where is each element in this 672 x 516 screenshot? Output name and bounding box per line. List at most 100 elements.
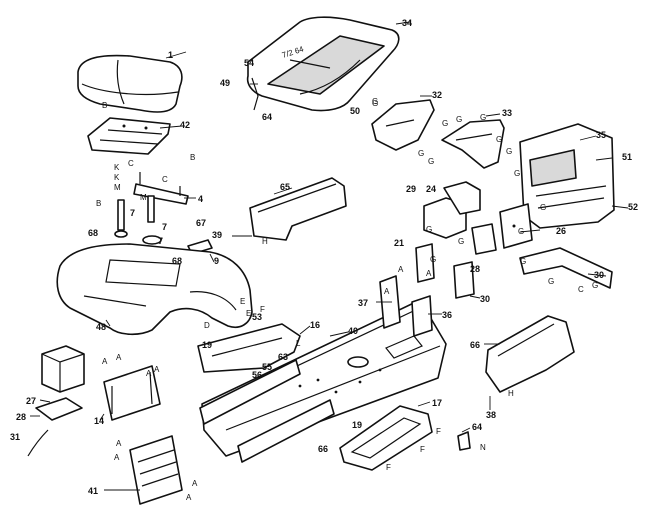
letter-h-1: H — [262, 237, 268, 246]
seat-bracket — [87, 117, 171, 155]
callout-36: 36 — [442, 310, 452, 320]
letter-g-4: G — [442, 119, 448, 128]
letter-f-3: F — [420, 445, 425, 454]
letter-a-10: A — [192, 479, 198, 488]
callout-66-right: 66 — [470, 340, 480, 350]
bracket-bar — [519, 247, 613, 289]
letter-c-1: C — [128, 159, 134, 168]
letter-g-18: G — [506, 147, 512, 156]
letter-e-2: E — [246, 309, 251, 318]
callout-65: 65 — [280, 182, 290, 192]
letter-a-9: A — [114, 453, 120, 462]
letter-g-9: G — [458, 237, 464, 246]
callout-27: 27 — [26, 396, 36, 406]
callout-7-a: 7 — [130, 208, 135, 218]
callout-35: 35 — [596, 130, 606, 140]
callout-56: 56 — [252, 370, 262, 380]
letter-g-13: G — [548, 277, 554, 286]
letter-b-2: B — [190, 153, 195, 162]
letter-g-6: G — [514, 169, 520, 178]
battery-mat — [35, 397, 83, 421]
letter-m-2: M — [140, 193, 147, 202]
small-bracket — [457, 431, 471, 451]
letter-g-15: G — [372, 99, 378, 108]
callout-51: 51 — [622, 152, 632, 162]
callout-9: 9 — [214, 256, 219, 266]
callout-68-b: 68 — [172, 256, 182, 266]
callout-66-bottom: 66 — [318, 444, 328, 454]
letter-e-1: E — [240, 297, 245, 306]
callout-7-c: 7 — [158, 236, 163, 246]
step-tray — [339, 405, 433, 471]
dash-bracket-left — [371, 99, 435, 151]
callout-42: 42 — [180, 120, 190, 130]
letter-a-8: A — [116, 439, 122, 448]
letter-g-16: G — [480, 113, 486, 122]
letter-d-1: D — [204, 321, 210, 330]
callout-41: 41 — [88, 486, 98, 496]
callout-24: 24 — [426, 184, 436, 194]
letter-c-2: C — [162, 175, 168, 184]
callout-21: 21 — [394, 238, 404, 248]
letter-m-1: M — [114, 183, 121, 192]
callout-31: 31 — [10, 432, 20, 442]
cable — [27, 429, 49, 457]
callout-38: 38 — [486, 410, 496, 420]
frame-rail-top — [249, 177, 347, 241]
callout-30-a: 30 — [480, 294, 490, 304]
callout-32: 32 — [432, 90, 442, 100]
letter-a-4: A — [102, 357, 108, 366]
letter-k-1: K — [114, 163, 120, 172]
callout-50: 50 — [350, 106, 360, 116]
letter-a-3: A — [384, 287, 390, 296]
dash-bracket-right — [441, 119, 505, 169]
letter-a-11: A — [186, 493, 192, 502]
center-brackets — [415, 181, 497, 299]
callout-67: 67 — [196, 218, 206, 228]
callout-28: 28 — [470, 264, 480, 274]
callout-28-b: 28 — [16, 412, 26, 422]
callout-49: 49 — [220, 78, 230, 88]
callout-30-b: 30 — [594, 270, 604, 280]
callout-64-hood: 64 — [262, 112, 272, 122]
letter-f-4: F — [386, 463, 391, 472]
letter-n-1: N — [480, 443, 486, 452]
reference-letters: B B C K K M C M B G G G G G G G G G G G … — [96, 97, 598, 502]
letter-g-17: G — [496, 135, 502, 144]
callout-55: 55 — [262, 362, 272, 372]
callout-29: 29 — [406, 184, 416, 194]
callout-19-b: 19 — [352, 420, 362, 430]
grille-panel — [129, 435, 183, 505]
leader-lines — [30, 21, 629, 491]
callout-numbers: 1 34 49 54 64 50 32 33 35 51 52 42 4 7 7… — [10, 18, 638, 496]
callout-53: 53 — [252, 312, 262, 322]
callout-14: 14 — [94, 416, 104, 426]
callout-16: 16 — [310, 320, 320, 330]
letter-g-14: G — [592, 281, 598, 290]
callout-19-a: 19 — [202, 340, 212, 350]
callout-26: 26 — [556, 226, 566, 236]
callout-37: 37 — [358, 298, 368, 308]
running-board-right — [485, 315, 575, 393]
callout-68-a: 68 — [88, 228, 98, 238]
letter-l-1: L — [296, 339, 301, 348]
callout-39: 39 — [212, 230, 222, 240]
letter-f-1: F — [260, 305, 265, 314]
letter-h-2: H — [508, 389, 514, 398]
letter-f-2: F — [436, 427, 441, 436]
callout-33: 33 — [502, 108, 512, 118]
callout-64-bracket: 64 — [472, 422, 482, 432]
letter-g-1: G — [372, 97, 378, 106]
letter-g-2: G — [418, 149, 424, 158]
letter-b-1: B — [102, 101, 107, 110]
letter-g-11: G — [518, 227, 524, 236]
callout-52: 52 — [628, 202, 638, 212]
letter-g-12: G — [520, 257, 526, 266]
callout-17: 17 — [432, 398, 442, 408]
letter-c-3: C — [578, 285, 584, 294]
letter-g-3: G — [428, 157, 434, 166]
letter-g-10: G — [430, 255, 436, 264]
callout-63: 63 — [278, 352, 288, 362]
letter-g-7: G — [540, 203, 546, 212]
